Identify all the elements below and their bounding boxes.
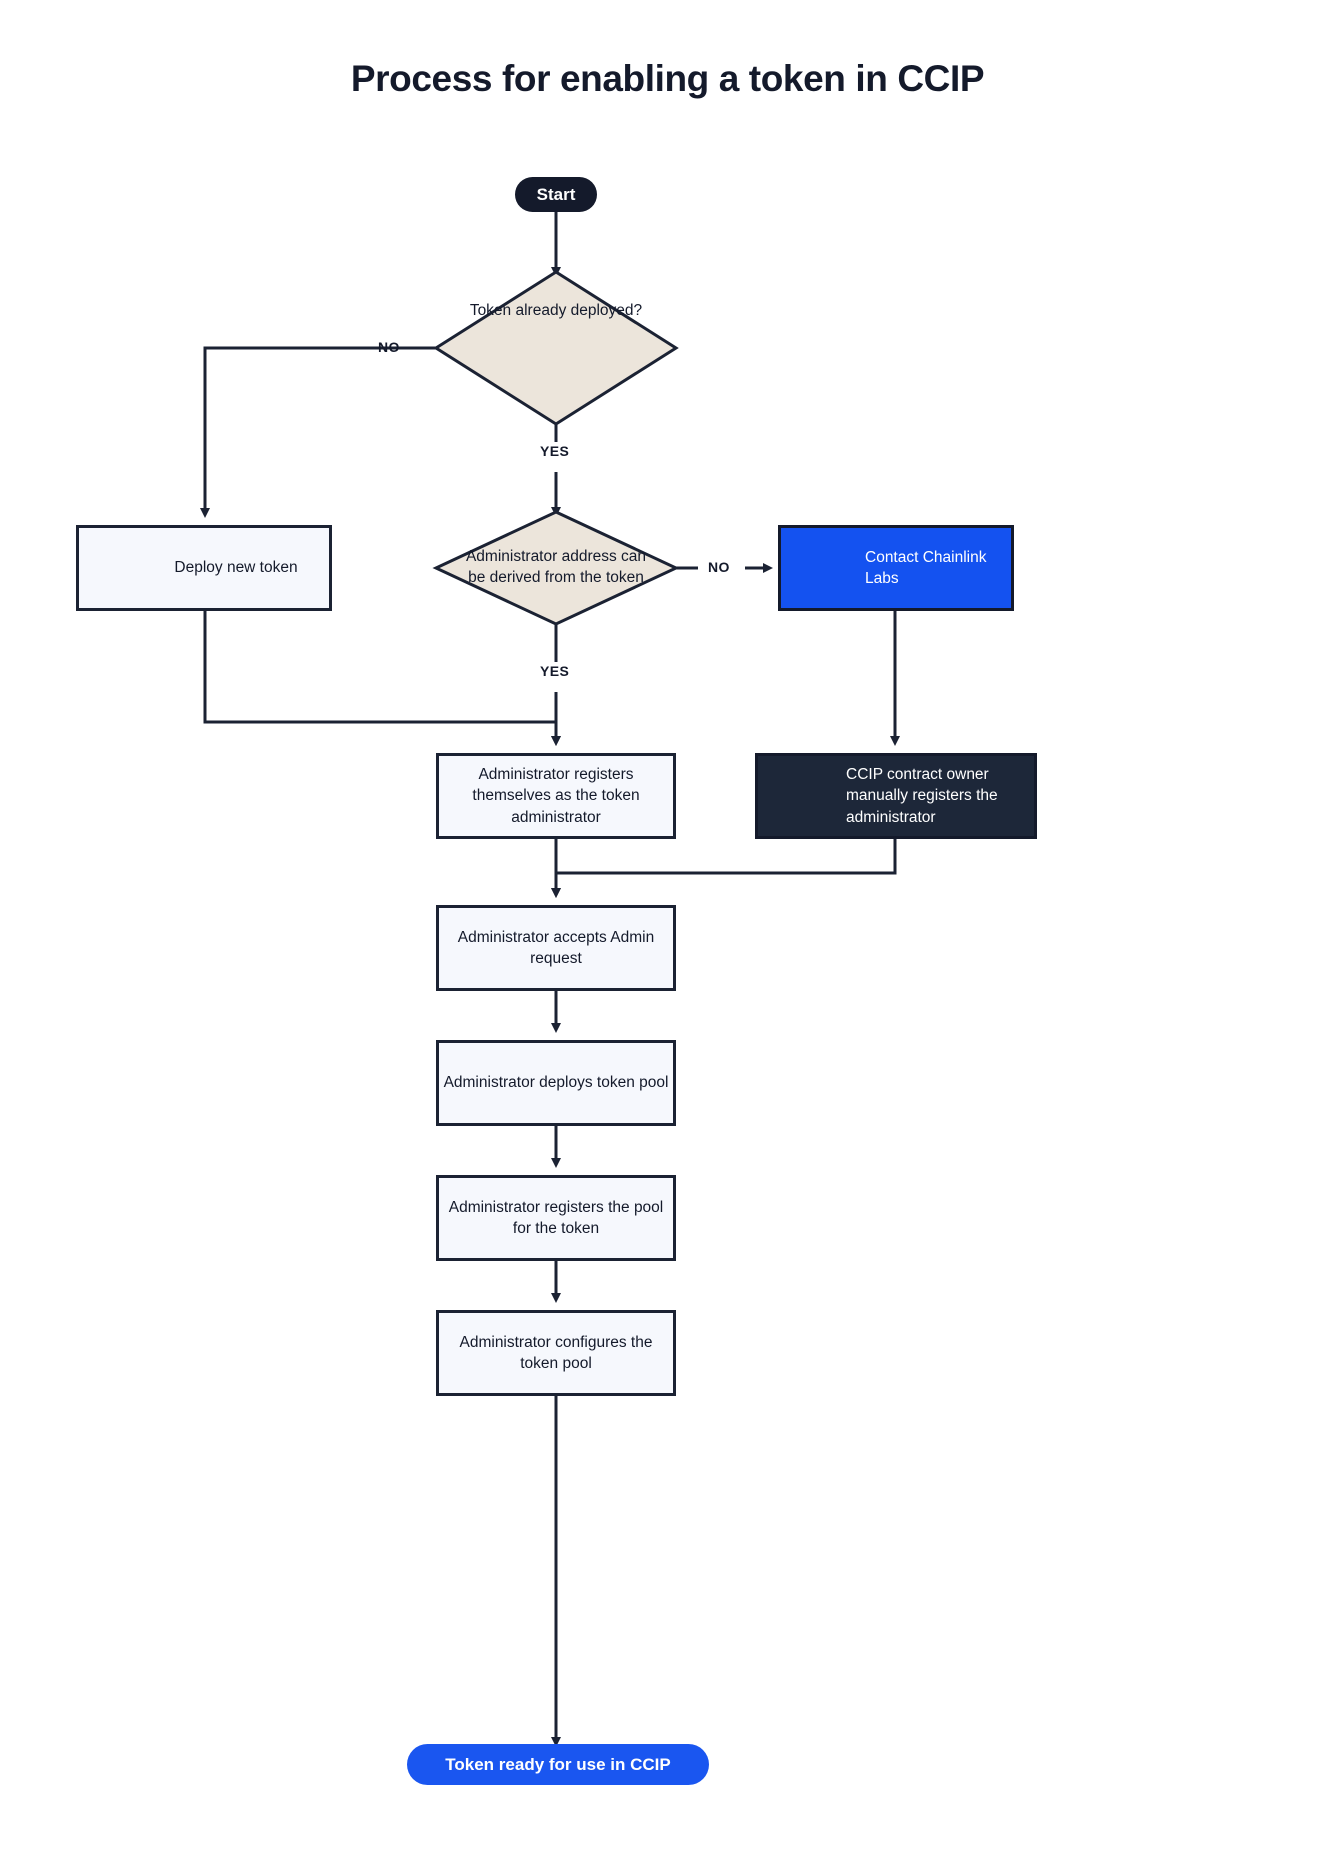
decision-admin-derivable-shape [432, 510, 680, 626]
deploy-new-token-node[interactable]: Deploy new token [76, 525, 332, 611]
admin-registers-self-label: Administrator registers themselves as th… [472, 766, 640, 826]
deploy-new-token-label: Deploy new token [174, 559, 298, 576]
edge-label-deployed-yes: YES [540, 443, 570, 459]
edge-label-derivable-yes: YES [540, 663, 570, 679]
end-label: Token ready for use in CCIP [445, 1754, 671, 1774]
end-node[interactable]: Token ready for use in CCIP [407, 1744, 709, 1785]
edge-ccipowner-to-accepts [551, 839, 897, 898]
ccip-owner-registers-label: CCIP contract owner manually registers t… [846, 766, 998, 826]
coin-icon-slot [97, 539, 155, 597]
admin-accepts-node[interactable]: Administrator accepts Admin request [436, 905, 676, 991]
edge-deploy-to-register [203, 611, 561, 746]
admin-configures-pool-label: Administrator configures the token pool [459, 1333, 653, 1372]
admin-configures-pool-node[interactable]: Administrator configures the token pool [436, 1310, 676, 1396]
admin-registers-pool-label: Administrator registers the pool for the… [448, 1198, 664, 1237]
ccip-owner-registers-node[interactable]: CCIP contract owner manually registers t… [755, 753, 1037, 839]
start-node[interactable]: Start [515, 177, 597, 212]
page-title: Process for enabling a token in CCIP [350, 58, 985, 99]
decision-admin-derivable-label: Administrator address can be derived fro… [465, 548, 647, 586]
decision-token-deployed-label: Token already deployed? [469, 301, 643, 319]
edge-label-deployed-no: NO [378, 339, 400, 355]
contact-chainlink-label: Contact Chainlink Labs [865, 548, 987, 587]
admin-deploys-pool-node[interactable]: Administrator deploys token pool [436, 1040, 676, 1126]
contact-chainlink-node[interactable]: Contact Chainlink Labs [778, 525, 1014, 611]
admin-registers-self-node[interactable]: Administrator registers themselves as th… [436, 753, 676, 839]
admin-registers-pool-node[interactable]: Administrator registers the pool for the… [436, 1175, 676, 1261]
admin-deploys-pool-label: Administrator deploys token pool [443, 1074, 669, 1092]
edge-label-derivable-no: NO [708, 559, 730, 575]
ccip-icon-slot [772, 764, 834, 828]
start-label: Start [536, 184, 576, 204]
edge-decision1-no-to-deploy [200, 346, 360, 518]
chainlink-icon-slot [793, 537, 857, 599]
admin-accepts-label: Administrator accepts Admin request [457, 928, 655, 967]
decision-token-deployed-shape [433, 270, 679, 426]
